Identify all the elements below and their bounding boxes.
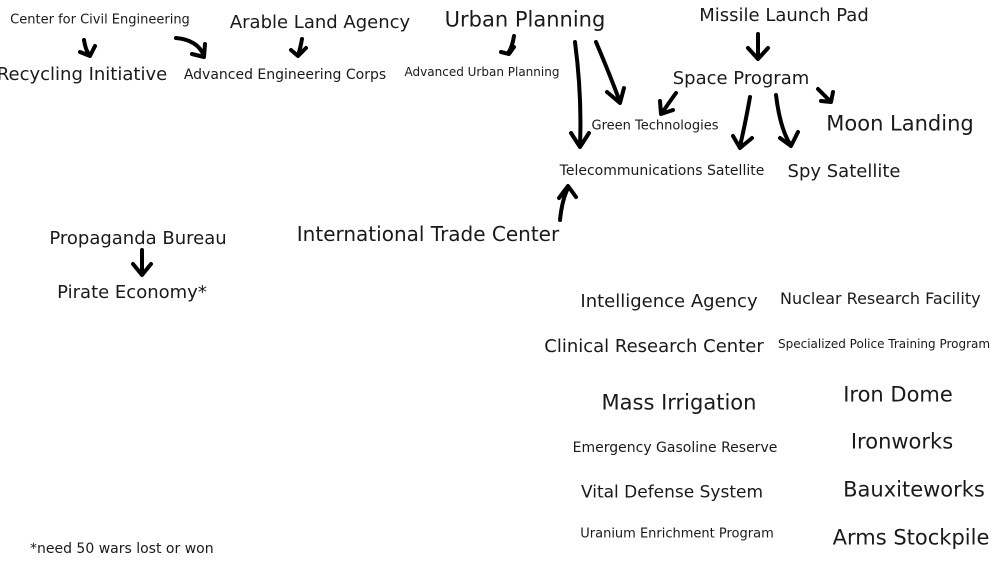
node-international-trade-center: International Trade Center [296,222,560,246]
arrow-urban-to-adv-urban [499,34,516,56]
footnote: *need 50 wars lost or won [30,541,214,557]
arrow-civil-to-adv-eng [174,36,207,59]
node-specialized-police-training-program: Specialized Police Training Program [778,337,991,351]
node-bauxiteworks: Bauxiteworks [843,477,985,502]
node-intelligence-agency: Intelligence Agency [580,291,758,312]
node-urban-planning: Urban Planning [444,7,606,32]
node-propaganda-bureau: Propaganda Bureau [49,228,227,249]
node-arms-stockpile: Arms Stockpile [832,525,990,550]
node-pirate-economy: Pirate Economy* [57,282,207,303]
node-nuclear-research-facility: Nuclear Research Facility [780,289,981,308]
arrow-urban-to-green [594,40,626,105]
node-missile-launch-pad: Missile Launch Pad [699,5,869,26]
arrow-propaganda-to-pirate [131,248,153,277]
arrow-missile-to-space [746,32,770,61]
node-spy-satellite: Spy Satellite [787,161,901,182]
node-uranium-enrichment-program: Uranium Enrichment Program [580,526,774,542]
arrow-urban-to-telecom [569,40,591,149]
node-center-for-civil-engineering: Center for Civil Engineering [10,12,190,28]
arrow-space-to-telecom [731,95,754,150]
node-moon-landing: Moon Landing [826,111,974,136]
node-iron-dome: Iron Dome [843,382,953,407]
node-advanced-engineering-corps: Advanced Engineering Corps [183,67,387,83]
arrow-trade-to-telecom [557,184,578,222]
node-advanced-urban-planning: Advanced Urban Planning [404,65,560,79]
node-ironworks: Ironworks [850,429,954,454]
node-recycling-initiative: Recycling Initiative [0,64,168,85]
node-mass-irrigation: Mass Irrigation [601,390,757,415]
arrow-civil-to-recycling [78,38,97,58]
node-space-program: Space Program [672,68,810,89]
node-vital-defense-system: Vital Defense System [580,482,764,503]
node-telecommunications-satellite: Telecommunications Satellite [559,163,765,179]
node-arable-land-agency: Arable Land Agency [229,12,411,33]
arrow-space-to-moon [816,87,835,104]
node-clinical-research-center: Clinical Research Center [544,336,764,357]
node-emergency-gasoline-reserve: Emergency Gasoline Reserve [572,440,778,456]
arrow-space-to-spy [774,93,800,148]
node-green-technologies: Green Technologies [591,118,719,134]
arrow-space-to-green [658,91,678,116]
arrow-arable-to-adv-eng [289,37,308,58]
